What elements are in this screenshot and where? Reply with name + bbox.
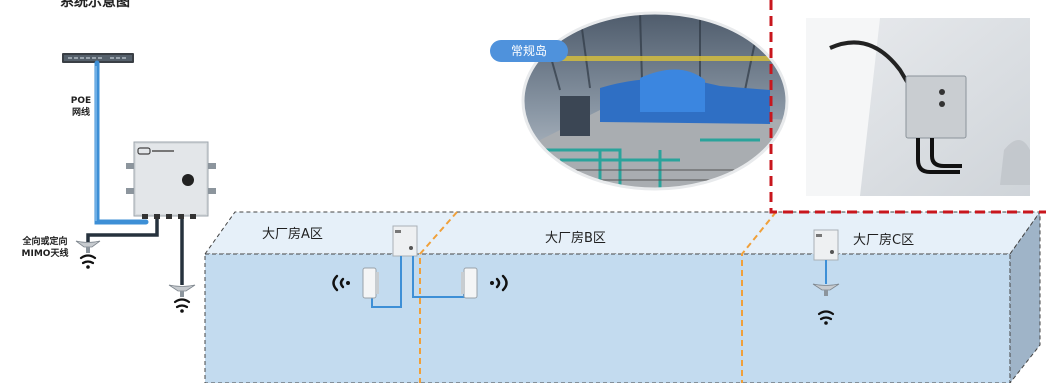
divider-ab <box>419 211 458 383</box>
zone-dividers <box>419 211 777 383</box>
poe-label-line2: 网线 <box>71 108 90 118</box>
poe-label-line1: POE <box>70 96 92 106</box>
zone-b-label: 大厂房B区 <box>545 231 606 246</box>
heading-partial: 系统示意图 <box>60 0 130 10</box>
switch-icon <box>62 53 134 63</box>
antenna-label-line1: 全向或定向 <box>22 237 68 247</box>
location-badge: 常规岛 <box>490 40 568 62</box>
poe-label: POE 网线 <box>66 95 96 119</box>
directional-antenna-icon <box>362 267 379 299</box>
building-front <box>204 253 1011 383</box>
antenna-label-line2: MIMO天线 <box>21 249 69 259</box>
wifi-signal-icon <box>79 254 97 269</box>
main-ap-box-icon <box>126 141 216 219</box>
zone-a-ap-box-icon <box>392 225 418 257</box>
photo-turbine-hall <box>519 9 791 193</box>
photo-highlight-frame <box>769 0 1046 214</box>
divider-bc <box>741 211 777 383</box>
antenna-cable-left <box>86 216 159 242</box>
zone-a-label: 大厂房A区 <box>262 227 323 242</box>
building-side <box>1009 210 1041 383</box>
photo-wall-mounted-ap <box>806 18 1030 196</box>
omni-antenna-icon <box>75 240 101 253</box>
omni-antenna-icon <box>812 283 840 296</box>
zone-c-ap-box-icon <box>813 229 839 261</box>
wifi-signal-icon <box>490 274 508 292</box>
wifi-signal-icon <box>332 274 350 292</box>
wifi-signal-icon <box>173 298 191 313</box>
antenna-label: 全向或定向 MIMO天线 <box>14 236 76 260</box>
directional-antenna-icon <box>461 267 478 299</box>
wifi-signal-icon <box>817 310 835 325</box>
building-top <box>204 211 1041 255</box>
plant-building <box>204 210 1041 383</box>
zone-c-label: 大厂房C区 <box>853 233 915 248</box>
omni-antenna-icon <box>168 284 196 297</box>
poe-cable <box>94 60 149 225</box>
